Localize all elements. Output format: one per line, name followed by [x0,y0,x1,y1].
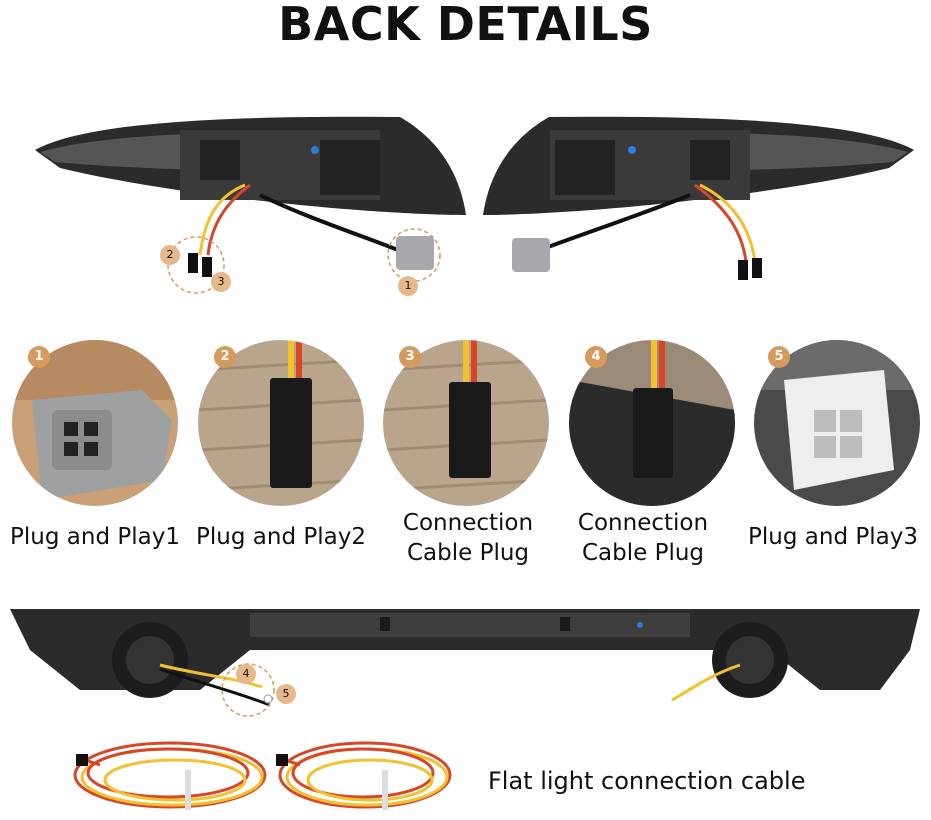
page-title: BACK DETAILS [278,0,653,51]
callout-number-2: 2 [160,245,180,265]
label-line-1: Connection [402,510,534,536]
left-taillight [35,116,466,215]
top-taillights-photo [35,116,914,294]
label-plug-and-play-3: Plug and Play3 [748,524,918,550]
detail-badge-1: 1 [28,346,50,368]
label-line-2: Cable Plug [581,540,705,566]
label-connection-cable-plug-a: Connection Cable Plug [373,508,563,568]
label-connection-cable-plug-b: Connection Cable Plug [548,508,738,568]
cable-caption: Flat light connection cable [488,767,806,795]
callout-number-1: 1 [398,276,418,296]
callout-number-5: 5 [276,684,296,704]
right-taillight [483,116,914,215]
detail-badge-4: 4 [585,346,607,368]
detail-badge-2: 2 [214,346,236,368]
connection-cables-photo [73,741,452,810]
callout-number-4: 4 [236,664,256,684]
callout-number-3: 3 [211,272,231,292]
label-line-2: Cable Plug [406,540,530,566]
label-line-1: Connection [577,510,709,536]
detail-badge-3: 3 [399,346,421,368]
rear-bar-photo [10,609,920,717]
detail-badge-5: 5 [768,346,790,368]
label-plug-and-play-2: Plug and Play2 [196,524,366,550]
label-plug-and-play-1: Plug and Play1 [10,524,180,550]
